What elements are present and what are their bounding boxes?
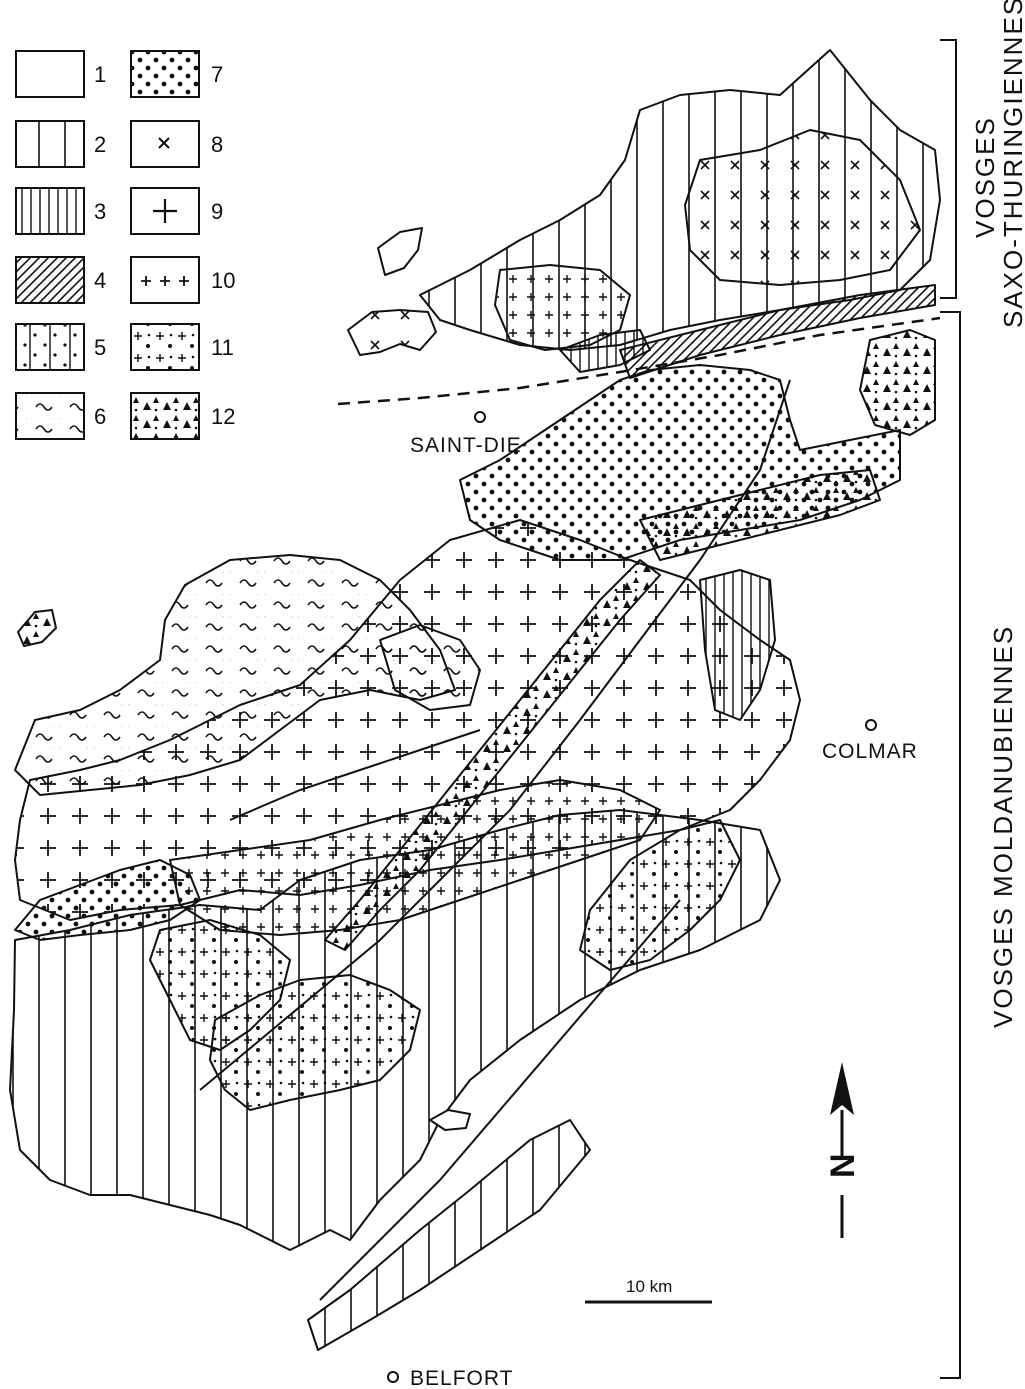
legend-number: 2	[94, 132, 106, 157]
place-label: BELFORT	[410, 1367, 513, 1389]
map-unit-3-north	[559, 329, 651, 373]
fault-lines	[199, 379, 791, 1301]
place-saint-die: SAINT-DIE	[410, 411, 522, 457]
map-unit-12-shear	[324, 559, 661, 951]
region-bracket-north	[940, 39, 957, 299]
north-arrow-icon	[830, 1062, 854, 1115]
legend-item-7: 7	[130, 50, 223, 98]
legend-item-3: 3	[15, 187, 106, 235]
map-unit-islet-northwest	[377, 227, 423, 276]
north-label: N	[824, 1153, 862, 1178]
map-unit-11-lobe	[209, 974, 421, 1111]
domain-boundary-line	[337, 316, 941, 406]
legend-item-9: 9	[130, 187, 223, 235]
legend-item-10: 10	[130, 256, 235, 304]
map-unit-3-east	[699, 569, 776, 721]
legend-number: 10	[211, 268, 235, 293]
place-colmar: COLMAR	[822, 719, 918, 763]
region-label-north-line1: VOSGES	[970, 116, 1000, 238]
place-label: SAINT-DIE	[410, 434, 522, 457]
legend-number: 7	[211, 62, 223, 87]
legend-number: 12	[211, 404, 235, 429]
map-unit-12-northeast	[859, 329, 936, 436]
legend-item-5: 5	[15, 323, 106, 371]
map-unit-6-center	[379, 624, 481, 711]
place-belfort: BELFORT	[387, 1367, 513, 1389]
scale-bar-label: 10 km	[626, 1277, 672, 1296]
legend-item-4: 4	[15, 256, 106, 304]
map-units	[9, 49, 941, 1351]
map-lake	[429, 1109, 471, 1131]
place-label: COLMAR	[822, 740, 918, 763]
legend-item-8: 8	[130, 120, 223, 168]
scale-bar: 10 km	[585, 1277, 712, 1304]
region-label-south: VOSGES MOLDANUBIENNES	[988, 625, 1018, 1028]
legend-item-2: 2	[15, 120, 106, 168]
legend-number: 6	[94, 404, 106, 429]
region-bracket-south	[940, 311, 961, 1379]
legend-number: 5	[94, 335, 106, 360]
map-unit-2-tail	[307, 1119, 591, 1351]
legend-item-6: 6	[15, 392, 106, 440]
legend: 1 2 3 4 5 6 7 8	[15, 50, 235, 440]
legend-number: 8	[211, 132, 223, 157]
legend-number: 11	[211, 335, 234, 360]
map-unit-12-islet-west	[17, 609, 57, 647]
map-unit-8-north	[684, 129, 921, 286]
legend-item-12: 12	[130, 392, 235, 440]
map-unit-12-belt	[639, 469, 881, 561]
legend-number: 9	[211, 199, 223, 224]
legend-item-1: 1	[15, 50, 106, 98]
legend-number: 3	[94, 199, 106, 224]
legend-number: 1	[94, 62, 106, 87]
legend-number: 4	[94, 268, 106, 293]
legend-item-11: 11	[130, 323, 234, 371]
map-unit-11-east	[579, 819, 741, 971]
map-unit-8-islet	[347, 309, 437, 356]
north-arrow: N	[824, 1062, 862, 1238]
region-label-north-line2: SAXO-THURINGIENNES	[998, 0, 1025, 328]
